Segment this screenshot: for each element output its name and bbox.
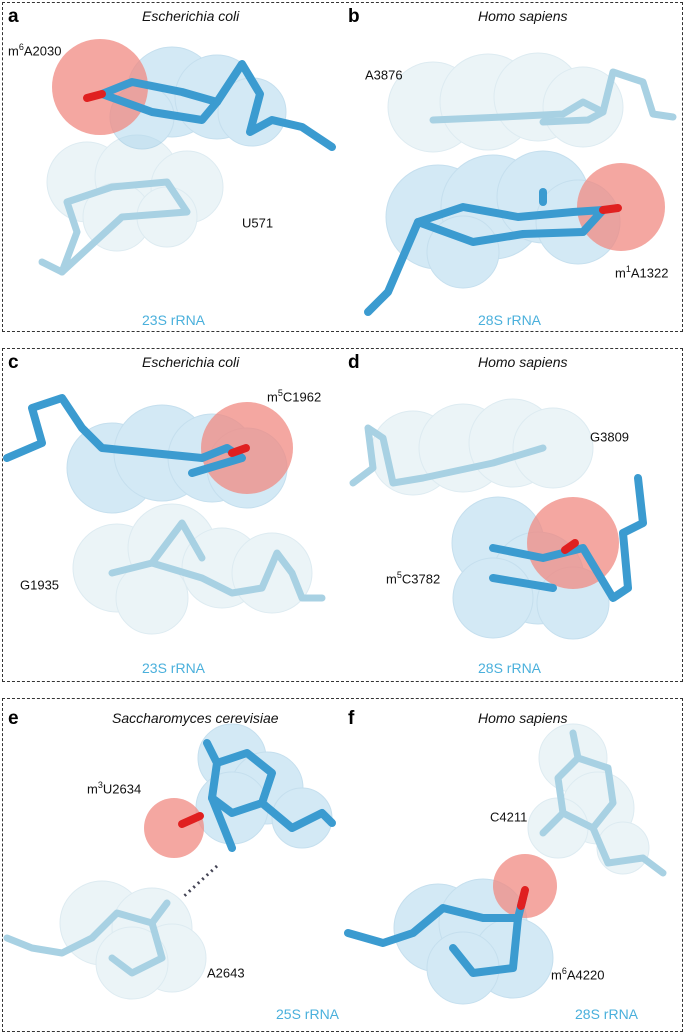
partner-residue-label: U571 bbox=[242, 215, 274, 231]
panel-a: a Escherichia coli m6A2030 U571 23S rRNA bbox=[2, 2, 342, 332]
structure-f bbox=[344, 723, 667, 1005]
partner-residue-label: C4211 bbox=[490, 809, 528, 825]
modified-residue-label: m6A4220 bbox=[551, 966, 605, 983]
row-box-ab bbox=[2, 2, 683, 332]
panel-letter: a bbox=[8, 6, 19, 27]
species-label: Escherichia coli bbox=[142, 354, 240, 370]
modified-residue-label: m3U2634 bbox=[87, 780, 142, 797]
species-label: Homo sapiens bbox=[478, 710, 568, 726]
rrna-label: 28S rRNA bbox=[478, 312, 542, 328]
species-label: Homo sapiens bbox=[478, 354, 568, 370]
panel-d: d Homo sapiens G3809 m5C3782 28S rRNA bbox=[343, 348, 683, 678]
panel-e: e Saccharomyces cerevisiae m3U2634 A2643… bbox=[2, 698, 342, 1028]
rrna-label: 28S rRNA bbox=[575, 1006, 639, 1022]
species-label: Homo sapiens bbox=[478, 8, 568, 24]
modified-residue-label: m5C1962 bbox=[267, 388, 322, 405]
partner-residue-label: A2643 bbox=[207, 965, 245, 981]
structure-c bbox=[3, 394, 326, 635]
panel-f: f Homo sapiens C4211 m6A4220 28S rRNA bbox=[343, 698, 683, 1028]
modified-residue-label: m6A2030 bbox=[8, 42, 62, 59]
rrna-label: 23S rRNA bbox=[142, 312, 206, 328]
panel-b: b Homo sapiens A3876 m1A1322 28S rRNA bbox=[343, 2, 683, 332]
row-box-ef bbox=[2, 698, 683, 1032]
rrna-label: 28S rRNA bbox=[478, 660, 542, 676]
modified-residue-label: m5C3782 bbox=[386, 570, 441, 587]
structure-e bbox=[3, 723, 336, 1000]
panel-letter: c bbox=[8, 352, 19, 373]
partner-residue-label: G1935 bbox=[20, 577, 60, 593]
modified-residue-label: m1A1322 bbox=[615, 264, 669, 281]
panel-letter: d bbox=[348, 352, 360, 373]
rrna-label: 23S rRNA bbox=[142, 660, 206, 676]
partner-residue-label: G3809 bbox=[590, 429, 630, 445]
row-box-cd bbox=[2, 348, 683, 682]
panel-letter: f bbox=[348, 708, 355, 729]
structure-d bbox=[349, 398, 647, 640]
species-label: Saccharomyces cerevisiae bbox=[112, 710, 279, 726]
structure-b bbox=[364, 52, 677, 316]
species-label: Escherichia coli bbox=[142, 8, 240, 24]
panel-letter: e bbox=[8, 708, 19, 729]
rrna-label: 25S rRNA bbox=[276, 1006, 340, 1022]
panel-c: c Escherichia coli m5C1962 G1935 23S rRN… bbox=[2, 348, 342, 678]
panel-letter: b bbox=[348, 6, 360, 27]
structure-a bbox=[38, 39, 336, 276]
partner-residue-label: A3876 bbox=[365, 67, 403, 83]
